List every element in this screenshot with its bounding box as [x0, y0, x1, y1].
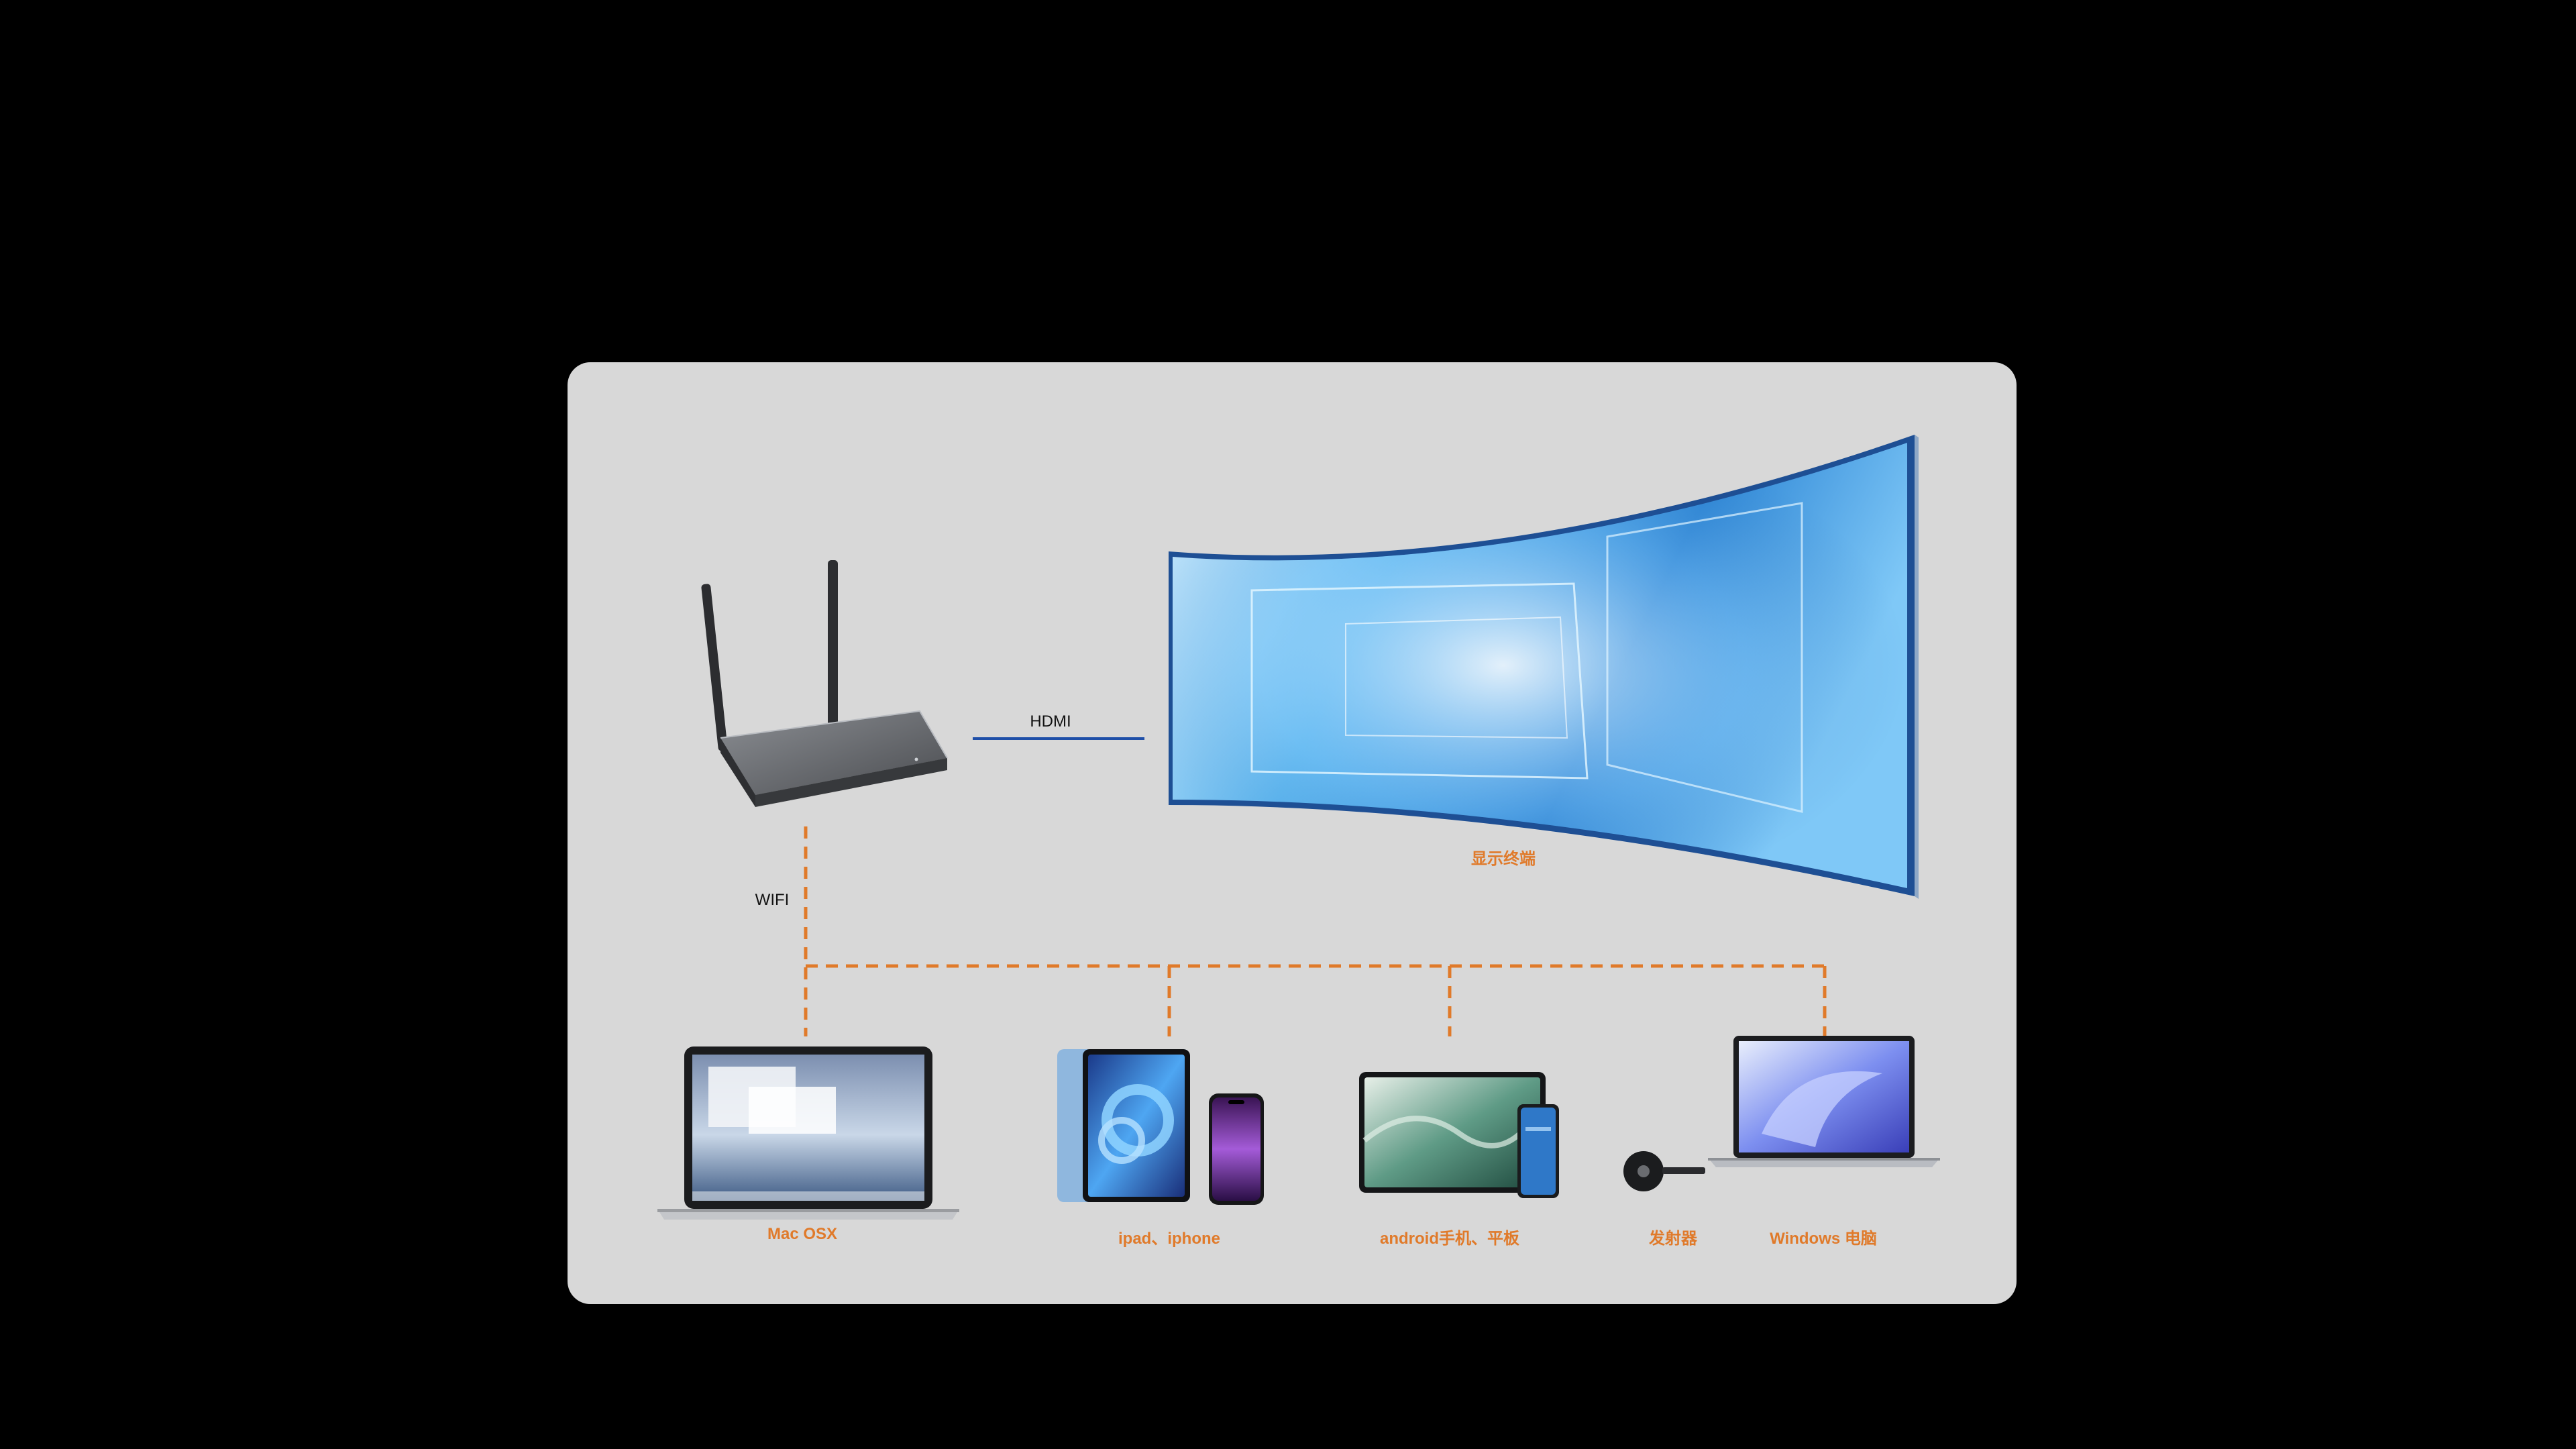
- mac-laptop-icon: [657, 1046, 959, 1220]
- windows-pc-label: Windows 电脑: [1770, 1225, 1877, 1248]
- android-label: android手机、平板: [1380, 1225, 1519, 1248]
- transmitter-dongle-icon: [1623, 1151, 1705, 1191]
- curved-display-icon: [1169, 435, 1919, 899]
- diagram-canvas: [568, 362, 2017, 1304]
- ipad-iphone-label: ipad、iphone: [1118, 1225, 1220, 1248]
- transmitter-label: 发射器: [1649, 1225, 1697, 1248]
- display-terminal-label: 显示终端: [1471, 845, 1536, 869]
- windows-laptop-icon: [1708, 1036, 1940, 1167]
- wireless-router-icon: [701, 560, 947, 807]
- mac-osx-label: Mac OSX: [767, 1225, 837, 1244]
- ipad-iphone-icon: [1057, 1049, 1264, 1205]
- hdmi-label: HDMI: [1030, 712, 1071, 731]
- wifi-label: WIFI: [755, 891, 790, 910]
- diagram-panel: HDMI WIFI 显示终端 Mac OSX ipad、iphone andro…: [568, 362, 2017, 1304]
- wifi-network-lines: [806, 826, 1825, 1036]
- android-tablet-phone-icon: [1359, 1072, 1559, 1198]
